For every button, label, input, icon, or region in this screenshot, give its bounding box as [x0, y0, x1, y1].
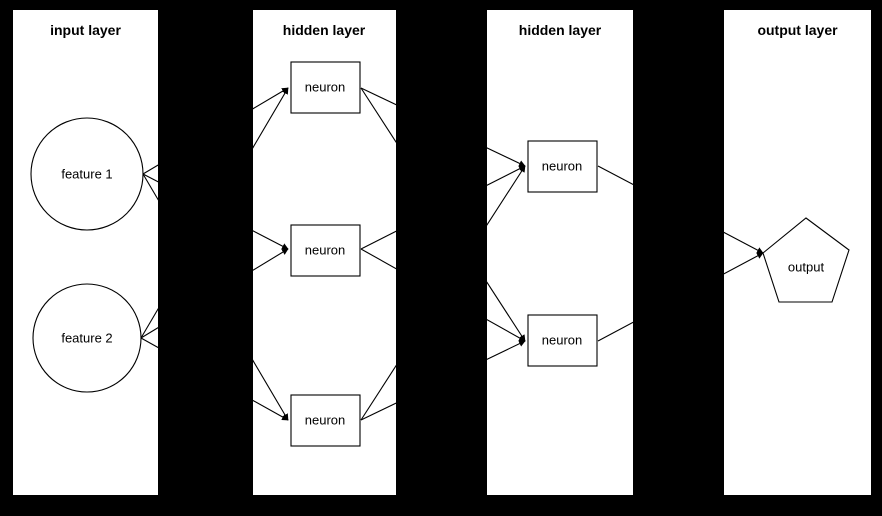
gap-band-3	[633, 0, 724, 516]
gap-band-right	[871, 0, 882, 516]
layer-panel-hidden-1	[252, 10, 396, 495]
gap-band-left	[0, 0, 13, 516]
gap-band-top	[0, 0, 882, 10]
layer-panel-hidden-2	[487, 10, 633, 495]
layer-title-output: output layer	[757, 22, 838, 38]
layer-title-hidden-2: hidden layer	[518, 22, 602, 38]
layer-title-hidden-1: hidden layer	[282, 22, 366, 38]
layer-title-input: input layer	[50, 22, 121, 38]
layer-panel-input	[13, 10, 158, 495]
layer-panel-output	[724, 10, 871, 495]
gap-band-2	[396, 0, 487, 516]
gap-band-1	[158, 0, 253, 516]
gap-band-bottom	[0, 495, 882, 516]
